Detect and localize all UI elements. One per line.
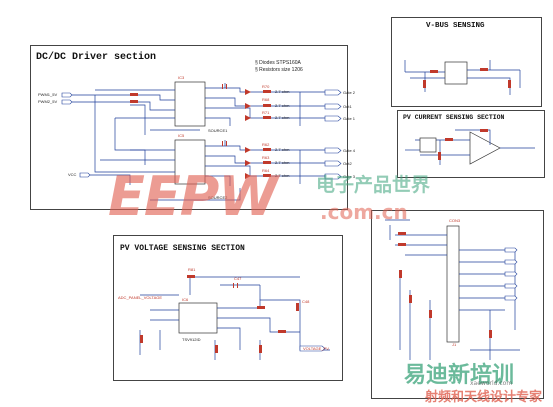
net-pwm2: PWM2_5V (38, 99, 57, 104)
eepw-logo: EEPW (108, 165, 278, 228)
r62-label: R62 (262, 142, 270, 147)
source2-label: SOURCE2 (208, 195, 228, 200)
net-pwm1: PWM1_5V (38, 92, 57, 97)
c48-label: C48 (302, 299, 310, 304)
c47-label: C47 (234, 276, 242, 281)
j1-label: J1 (452, 342, 457, 347)
vbus-sensing-title: V-BUS SENSING (426, 22, 485, 30)
pv-voltage-title: PV VOLTAGE SENSING SECTION (120, 244, 245, 253)
ic5-label: IC5 (178, 133, 185, 138)
res-value-3: 2.7 ohm (275, 115, 290, 120)
net-out2: Out2 (343, 161, 352, 166)
eepw-chinese: 电子产品世界 (316, 174, 431, 196)
res-value-4: 2.7 ohm (275, 147, 290, 152)
res-value-1: 2.7 ohm (275, 89, 290, 94)
net-gate3: Gate 3 (343, 174, 356, 179)
dcdc-driver-title: DC/DC Driver section (36, 52, 157, 63)
ic6-label: IC6 (182, 297, 189, 302)
r81-label: R81 (188, 267, 196, 272)
dcdc-note-1: § Diodes STPS160A (255, 60, 302, 66)
r64-label: R64 (262, 168, 270, 173)
res-value-2: 2.7 ohm (275, 103, 290, 108)
net-out1: Out1 (343, 104, 352, 109)
r70-label: R70 (262, 84, 270, 89)
con3-label: CON3 (449, 218, 461, 223)
r68-label: R68 (262, 97, 270, 102)
ic6-part: TSV912ID (182, 337, 201, 342)
training-logo-cn: 易迪新培训 (404, 363, 515, 388)
net-vcc: VCC (68, 172, 77, 177)
eepw-url: .com.cn (320, 200, 408, 224)
net-gate4: Gate 4 (343, 148, 356, 153)
res-value-5: 2.7 ohm (275, 160, 290, 165)
ic3-label: IC3 (178, 75, 185, 80)
r71-label: R71 (262, 110, 270, 115)
res-value-6: 2.7 ohm (275, 173, 290, 178)
source1-label: SOURCE1 (208, 128, 228, 133)
r63-label: R63 (262, 155, 270, 160)
net-voltage-pv: VOLTAGE_PV (303, 346, 329, 351)
net-gate1: Gate 1 (343, 116, 356, 121)
net-gate2: Gate 2 (343, 90, 356, 95)
pv-current-title: PV CURRENT SENSING SECTION (403, 114, 505, 121)
training-logo-url: xaeworld.com (470, 380, 513, 387)
dcdc-note-2: § Resistors size 1206 (255, 67, 303, 73)
training-logo-sub: 射频和天线设计专家 (425, 390, 543, 405)
net-adc-panel-voltage: ADC_PANEL_VOLTAGE (118, 295, 162, 300)
